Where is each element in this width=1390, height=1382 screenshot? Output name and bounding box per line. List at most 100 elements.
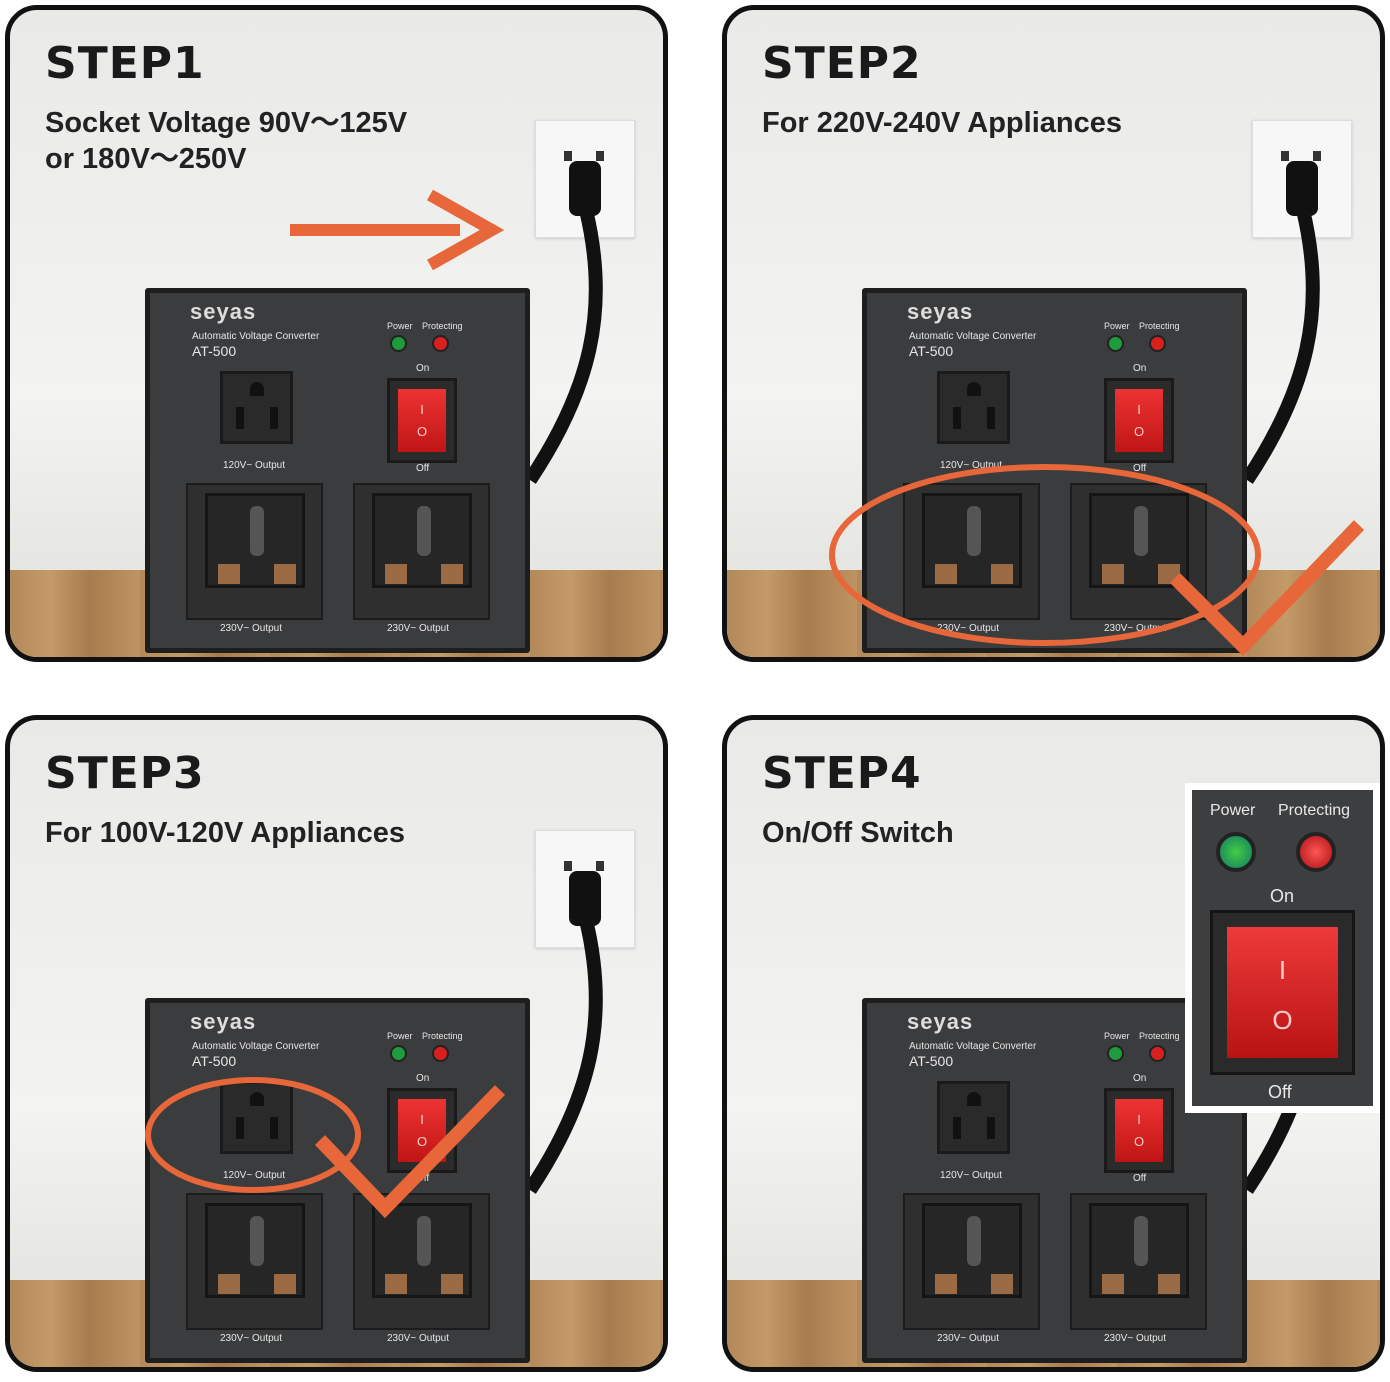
outlet-230v-left (903, 1193, 1040, 1330)
outlet-120v (220, 1081, 293, 1154)
step-title: STEP4 (762, 748, 922, 799)
device-model: AT-500 (192, 1053, 237, 1069)
subtitle-line: or 180V～250V (45, 143, 247, 175)
off-label: Off (1133, 1173, 1147, 1184)
on-symbol: I (420, 402, 424, 417)
protecting-led (1149, 1045, 1166, 1062)
outlet-230v-right (353, 483, 490, 620)
device-description: Automatic Voltage Converter (909, 1041, 1037, 1052)
power-label: Power (1104, 1031, 1130, 1041)
protecting-label: Protecting (422, 1031, 463, 1041)
on-label: On (1270, 886, 1295, 906)
protecting-led (1296, 832, 1336, 872)
on-symbol: I (1137, 1112, 1141, 1127)
step-panel-1: seyas Automatic Voltage Converter AT-500… (5, 5, 668, 662)
protecting-led (1149, 335, 1166, 352)
device-model: AT-500 (909, 1053, 954, 1069)
outlet-120v (937, 371, 1010, 444)
device-description: Automatic Voltage Converter (909, 331, 1037, 342)
power-label: Power (1104, 321, 1130, 331)
on-label: On (1133, 1073, 1147, 1084)
output-120-label: 120V~ Output (223, 1170, 285, 1181)
outlet-230v-left (903, 483, 1040, 620)
wall-socket (535, 120, 635, 238)
device-description: Automatic Voltage Converter (192, 1041, 320, 1052)
output-230-label: 230V~ Output (220, 1333, 282, 1344)
off-label: Off (416, 1173, 430, 1184)
output-120-label: 120V~ Output (940, 460, 1002, 471)
power-led (390, 1045, 407, 1062)
step-subtitle: Socket Voltage 90V～125V or 180V～250V (45, 105, 407, 177)
outlet-120v (220, 371, 293, 444)
device-model: AT-500 (909, 343, 954, 359)
step-panel-4: seyas Automatic Voltage Converter AT-500… (722, 715, 1385, 1372)
on-label: On (416, 363, 430, 374)
outlet-230v-right (353, 1193, 490, 1330)
output-230-label: 230V~ Output (937, 623, 999, 634)
output-230-label: 230V~ Output (387, 623, 449, 634)
outlet-230v-left (186, 483, 323, 620)
protecting-led (432, 1045, 449, 1062)
step-panel-2: seyas Automatic Voltage Converter AT-500… (722, 5, 1385, 662)
device-model: AT-500 (192, 343, 237, 359)
output-120-label: 120V~ Output (940, 1170, 1002, 1181)
output-230-label: 230V~ Output (387, 1333, 449, 1344)
output-230-label: 230V~ Output (1104, 623, 1166, 634)
outlet-230v-right (1070, 483, 1207, 620)
brand-logo: seyas (190, 1009, 257, 1034)
step-title: STEP1 (45, 38, 205, 89)
outlet-230v-left (186, 1193, 323, 1330)
subtitle-line: For 100V-120V Appliances (45, 817, 405, 849)
voltage-converter: seyas Automatic Voltage Converter AT-500… (145, 288, 530, 653)
subtitle-line: On/Off Switch (762, 817, 954, 849)
output-230-label: 230V~ Output (220, 623, 282, 634)
voltage-converter: seyas Automatic Voltage Converter AT-500… (145, 998, 530, 1363)
brand-logo: seyas (190, 299, 257, 324)
subtitle-line: Socket Voltage 90V～125V (45, 107, 408, 139)
on-label: On (1133, 363, 1147, 374)
step-title: STEP2 (762, 38, 922, 89)
output-230-label: 230V~ Output (937, 1333, 999, 1344)
off-symbol: O (416, 424, 428, 439)
wall-socket (535, 830, 635, 948)
power-led (1107, 335, 1124, 352)
subtitle-line: For 220V-240V Appliances (762, 107, 1122, 139)
outlet-120v (937, 1081, 1010, 1154)
outlet-230v-right (1070, 1193, 1207, 1330)
on-label: On (416, 1073, 430, 1084)
power-led (390, 335, 407, 352)
off-symbol: O (1272, 1005, 1293, 1035)
power-led (1107, 1045, 1124, 1062)
brand-logo: seyas (907, 299, 974, 324)
on-symbol: I (1137, 402, 1141, 417)
protecting-label: Protecting (422, 321, 463, 331)
step-panel-3: seyas Automatic Voltage Converter AT-500… (5, 715, 668, 1372)
protecting-led (432, 335, 449, 352)
protecting-label: Protecting (1139, 1031, 1180, 1041)
power-label: Power (387, 321, 413, 331)
off-label: Off (1133, 463, 1147, 474)
off-symbol: O (1133, 424, 1145, 439)
off-label: Off (416, 463, 430, 474)
voltage-converter: seyas Automatic Voltage Converter AT-500… (862, 288, 1247, 653)
output-120-label: 120V~ Output (223, 460, 285, 471)
voltage-converter: seyas Automatic Voltage Converter AT-500… (862, 998, 1247, 1363)
protecting-label: Protecting (1278, 802, 1351, 819)
brand-logo: seyas (907, 1009, 974, 1034)
wall-socket (1252, 120, 1352, 238)
off-symbol: O (416, 1134, 428, 1149)
device-description: Automatic Voltage Converter (192, 331, 320, 342)
step-subtitle: For 220V-240V Appliances (762, 105, 1122, 141)
off-label: Off (1268, 1082, 1292, 1102)
power-label: Power (387, 1031, 413, 1041)
step-title: STEP3 (45, 748, 205, 799)
power-led (1216, 832, 1256, 872)
on-symbol: I (1278, 955, 1287, 985)
protecting-label: Protecting (1139, 321, 1180, 331)
